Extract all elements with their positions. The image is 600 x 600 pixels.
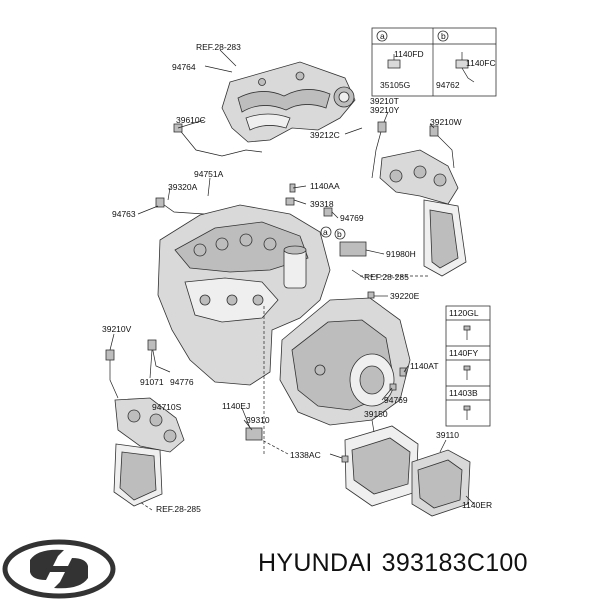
hyundai-logo (2, 539, 116, 599)
fastener-table-labels: 1120GL 1140FY 11403B (449, 308, 479, 398)
label-39320a: 39320A (168, 182, 198, 192)
inset-a-part: 35105G (380, 80, 410, 90)
label-39210t: 39210T (370, 96, 399, 106)
label-39150: 39150 (364, 409, 388, 419)
inset-circle-a: a (380, 31, 385, 41)
label-39220e: 39220E (390, 291, 420, 301)
label-1140er: 1140ER (462, 500, 492, 510)
label-39610c: 39610C (176, 115, 206, 125)
leader-lines (109, 49, 475, 511)
label-91980h: 91980H (386, 249, 416, 259)
inset-b-part: 94762 (436, 80, 460, 90)
label-1338ac: 1338AC (290, 450, 321, 460)
label-94769-mid: 94769 (384, 395, 408, 405)
label-94776: 94776 (170, 377, 194, 387)
engine-block (157, 204, 331, 386)
fastener-1140fy: 1140FY (449, 348, 478, 358)
label-91071: 91071 (140, 377, 164, 387)
label-94769-top: 94769 (340, 213, 364, 223)
ecm-assembly (344, 425, 471, 517)
exhaust-manifold-right (379, 149, 467, 277)
marker-b: b (337, 229, 342, 239)
inset-a-bolt: 1140FD (394, 49, 424, 59)
fastener-1120gl: 1120GL (449, 308, 479, 318)
brand-name: HYUNDAI (258, 549, 373, 577)
label-39212c: 39212C (310, 130, 340, 140)
label-39210v: 39210V (102, 324, 132, 334)
label-ref-top: REF.28-283 (196, 42, 241, 52)
label-1140aa: 1140AA (310, 181, 340, 191)
sensor-harnesses (105, 121, 455, 463)
label-ref-bottom: REF.28-285 (156, 504, 201, 514)
callout-labels: REF.28-283 94764 39610C 94751A 39320A 94… (102, 42, 492, 514)
label-1140ej: 1140EJ (222, 401, 250, 411)
label-39318: 39318 (310, 199, 334, 209)
engine-markers: a b (320, 226, 346, 240)
marker-a: a (323, 227, 328, 237)
label-94763: 94763 (112, 209, 136, 219)
label-94751a: 94751A (194, 169, 224, 179)
label-ref-right: REF.28-285 (364, 272, 409, 282)
label-94710s: 94710S (152, 402, 182, 412)
fastener-11403b: 11403B (449, 388, 478, 398)
label-1140at: 1140AT (410, 361, 439, 371)
transmission (279, 297, 411, 426)
part-number: 393183C100 (381, 549, 528, 577)
inset-box (371, 27, 497, 97)
label-94764: 94764 (172, 62, 196, 72)
inset-b-bolt: 1140FC (466, 58, 496, 68)
inset-labels: a b 1140FD 35105G 1140FC 94762 (380, 31, 496, 90)
intake-manifold (221, 61, 356, 143)
brand-caption: HYUNDAI 393183C100 (258, 549, 537, 578)
exhaust-manifold-left (113, 397, 185, 507)
label-39310: 39310 (246, 415, 270, 425)
label-39210w: 39210W (430, 117, 462, 127)
inset-circle-b: b (441, 31, 446, 41)
label-39110: 39110 (436, 430, 459, 440)
fastener-table (445, 305, 491, 427)
label-39210y: 39210Y (370, 105, 400, 115)
